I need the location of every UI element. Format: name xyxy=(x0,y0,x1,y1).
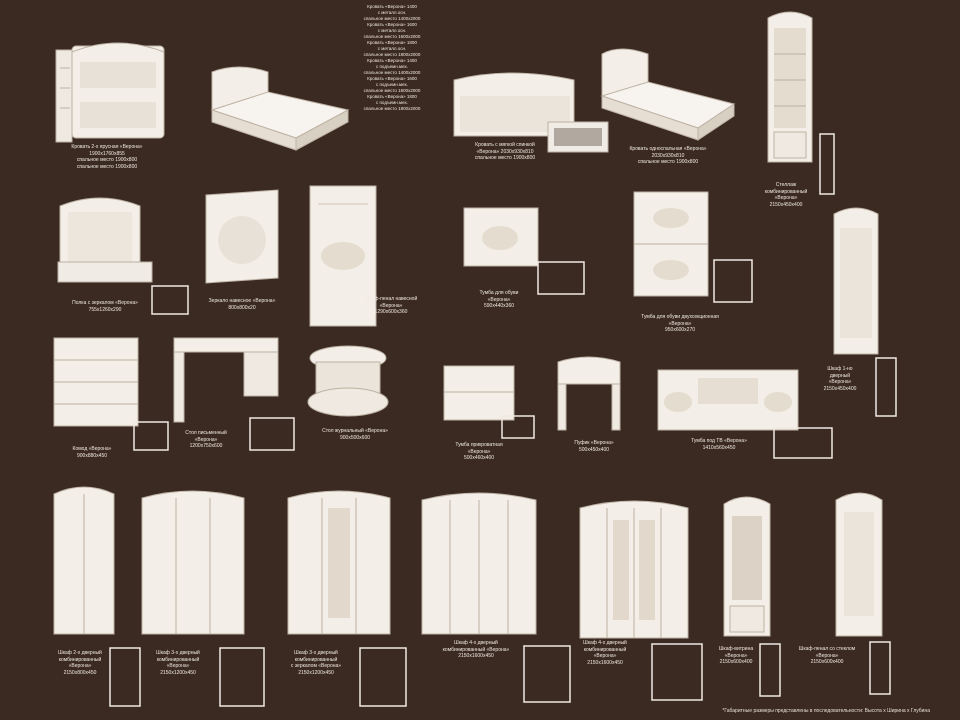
wall-panel-drawing xyxy=(309,185,377,327)
wall-panel: Шкаф-пенал навесной«Верона»1290х600х360 xyxy=(306,184,426,327)
nightstand: Тумба прикроватная«Верона»500х460х400 xyxy=(440,362,540,468)
shoe-cabinet: Тумба для обуви«Верона»590х440х360 xyxy=(460,202,590,314)
coffee-table-drawing xyxy=(307,345,389,417)
coffee-table: Стол журнальный «Верона»900х500х600 xyxy=(306,344,416,450)
sofa-bed-drawing xyxy=(453,72,609,153)
wardrobe-1m-caption: Шкаф-пенал со стеклом«Верона»2150х600х40… xyxy=(798,646,856,665)
shoe-cabinet-tall-caption: Тумба для обуви двухсекционная«Верона»95… xyxy=(641,314,719,333)
stool-caption: Пуфик «Верона»500х450х400 xyxy=(574,440,614,453)
double-bed xyxy=(208,66,350,152)
coffee-table-caption: Стол журнальный «Верона»900х500х600 xyxy=(322,428,388,441)
wardrobe-2-drawing xyxy=(53,486,141,707)
dresser-mirror-drawing xyxy=(57,197,189,315)
nightstand-drawing xyxy=(443,365,535,439)
pencil-case-drawing xyxy=(833,207,897,417)
wall-mirror: Зеркало навесное «Верона»800х800х20 xyxy=(192,189,292,318)
tv-stand-drawing xyxy=(657,369,833,459)
footnote: *Габаритные размеры представлены в после… xyxy=(722,708,930,714)
chest-drawers: Комод «Верона»900х880х450 xyxy=(50,334,174,460)
wardrobe-3m-drawing xyxy=(287,490,407,707)
wardrobe-1m: Шкаф-пенал со стеклом«Верона»2150х600х40… xyxy=(799,490,902,706)
wardrobe-3-drawing xyxy=(141,490,265,707)
desk-drawing xyxy=(173,337,295,451)
dresser-mirror: Полка с зеркалом «Верона»755х1260х290 xyxy=(56,194,196,322)
sofa-bed-caption: Кровать с мягкой спинкой«Верона» 2030х93… xyxy=(474,142,536,161)
desk: Стол письменный«Верона»1200х750х600 xyxy=(170,334,302,462)
wardrobe-4m-drawing xyxy=(579,500,703,701)
double-bed-drawing xyxy=(210,66,350,151)
dresser-mirror-caption: Полка с зеркалом «Верона»755х1260х290 xyxy=(72,300,138,313)
shoe-cabinet-drawing xyxy=(463,207,585,295)
wall-mirror-drawing xyxy=(205,189,279,284)
desk-caption: Стол письменный«Верона»1200х750х600 xyxy=(185,430,227,449)
chest-drawers-caption: Комод «Верона»900х880х450 xyxy=(72,446,112,459)
display-case: Шкаф-витрина«Верона»2150х600х400 xyxy=(719,494,810,708)
wall-mirror-caption: Зеркало навесное «Верона»800х800х20 xyxy=(208,298,276,311)
display-case-drawing xyxy=(723,496,781,697)
shoe-cabinet-tall-drawing xyxy=(633,191,753,303)
shelf-tall-drawing xyxy=(767,11,835,195)
sofa-bed: Кровать с мягкой спинкой«Верона» 2030х93… xyxy=(450,66,612,176)
bunk-bed-caption: Кровать 2-х ярусная «Верона»1900х1760х85… xyxy=(71,144,143,170)
shoe-cabinet-caption: Тумба для обуви«Верона»590х440х360 xyxy=(479,290,519,309)
wall-panel-caption: Шкаф-пенал навесной«Верона»1290х600х360 xyxy=(364,296,418,315)
wardrobe-4-drawing xyxy=(421,492,571,703)
tv-stand: Тумба под ТВ «Верона»1410х560х450 xyxy=(654,366,840,462)
chest-drawers-drawing xyxy=(53,337,169,451)
bunk-bed-drawing xyxy=(55,42,165,143)
display-case-caption: Шкаф-витрина«Верона»2150х600х400 xyxy=(718,646,754,665)
stool-drawing xyxy=(557,356,621,431)
nightstand-caption: Тумба прикроватная«Верона»500х460х400 xyxy=(455,442,503,461)
bunk-bed: Кровать 2-х ярусная «Верона»1900х1760х85… xyxy=(52,38,170,170)
single-bed-drawing xyxy=(600,48,736,141)
shoe-cabinet-tall: Тумба для обуви двухсекционная«Верона»95… xyxy=(630,188,760,338)
single-bed: Кровать односпальная «Верона»2030х930х81… xyxy=(598,46,738,166)
wardrobe-1m-drawing xyxy=(835,492,891,695)
stool: Пуфик «Верона»500х450х400 xyxy=(552,354,642,464)
single-bed-caption: Кровать односпальная «Верона»2030х930х81… xyxy=(629,146,707,165)
tv-stand-caption: Тумба под ТВ «Верона»1410х560х450 xyxy=(691,438,747,451)
